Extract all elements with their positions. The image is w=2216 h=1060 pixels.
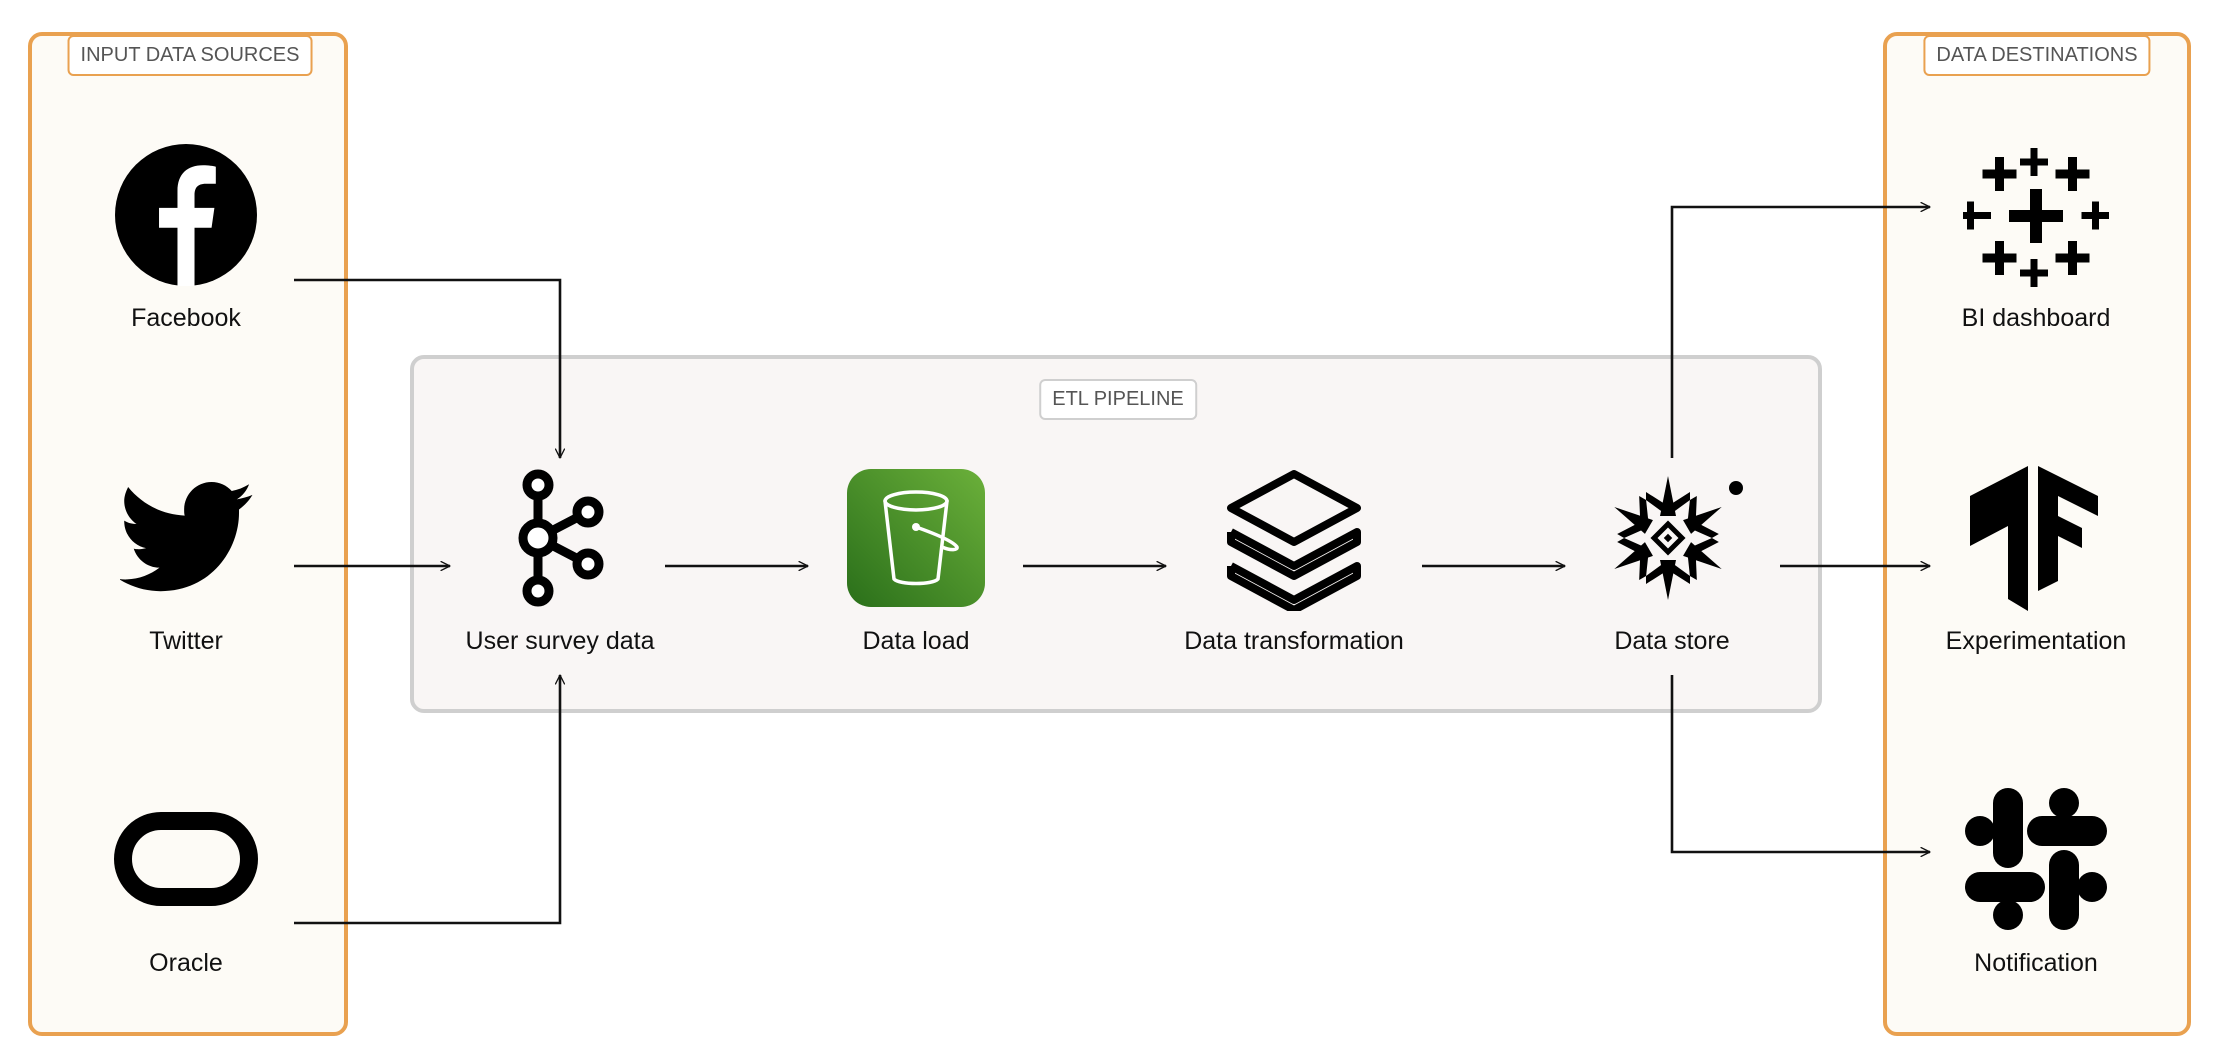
data-store-label: Data store — [1614, 627, 1730, 655]
edge-data-store-to-notification — [1670, 675, 1930, 852]
notification-label: Notification — [1974, 949, 2098, 977]
twitter-label: Twitter — [149, 627, 223, 655]
twitter-icon — [120, 482, 253, 592]
facebook-icon — [115, 144, 257, 286]
user-survey-data-label: User survey data — [465, 627, 655, 655]
data-load-label: Data load — [862, 627, 970, 655]
data-transformation-label: Data transformation — [1184, 627, 1404, 655]
etl-pipeline-group: ETL PIPELINE — [410, 355, 1822, 713]
edge-oracle-to-user-survey — [294, 675, 560, 925]
oracle-label: Oracle — [149, 949, 223, 977]
input-data-sources-title: INPUT DATA SOURCES — [67, 35, 313, 76]
edge-data-store-to-bi-dashboard — [1670, 207, 1930, 458]
edge-facebook-to-user-survey — [294, 278, 560, 458]
bi-dashboard-label: BI dashboard — [1961, 304, 2111, 332]
facebook-label: Facebook — [131, 304, 241, 332]
kafka-icon — [518, 469, 604, 607]
experimentation-label: Experimentation — [1945, 627, 2127, 655]
etl-pipeline-title: ETL PIPELINE — [1039, 379, 1197, 420]
snowflake-icon — [1614, 476, 1743, 600]
tensorflow-icon — [1970, 466, 2098, 611]
slack-icon — [1965, 788, 2107, 930]
s3-bucket-icon — [847, 469, 985, 607]
oracle-icon — [114, 812, 258, 906]
layers-icon — [1227, 470, 1361, 611]
tableau-icon — [1963, 148, 2109, 287]
data-destinations-title: DATA DESTINATIONS — [1923, 35, 2151, 76]
